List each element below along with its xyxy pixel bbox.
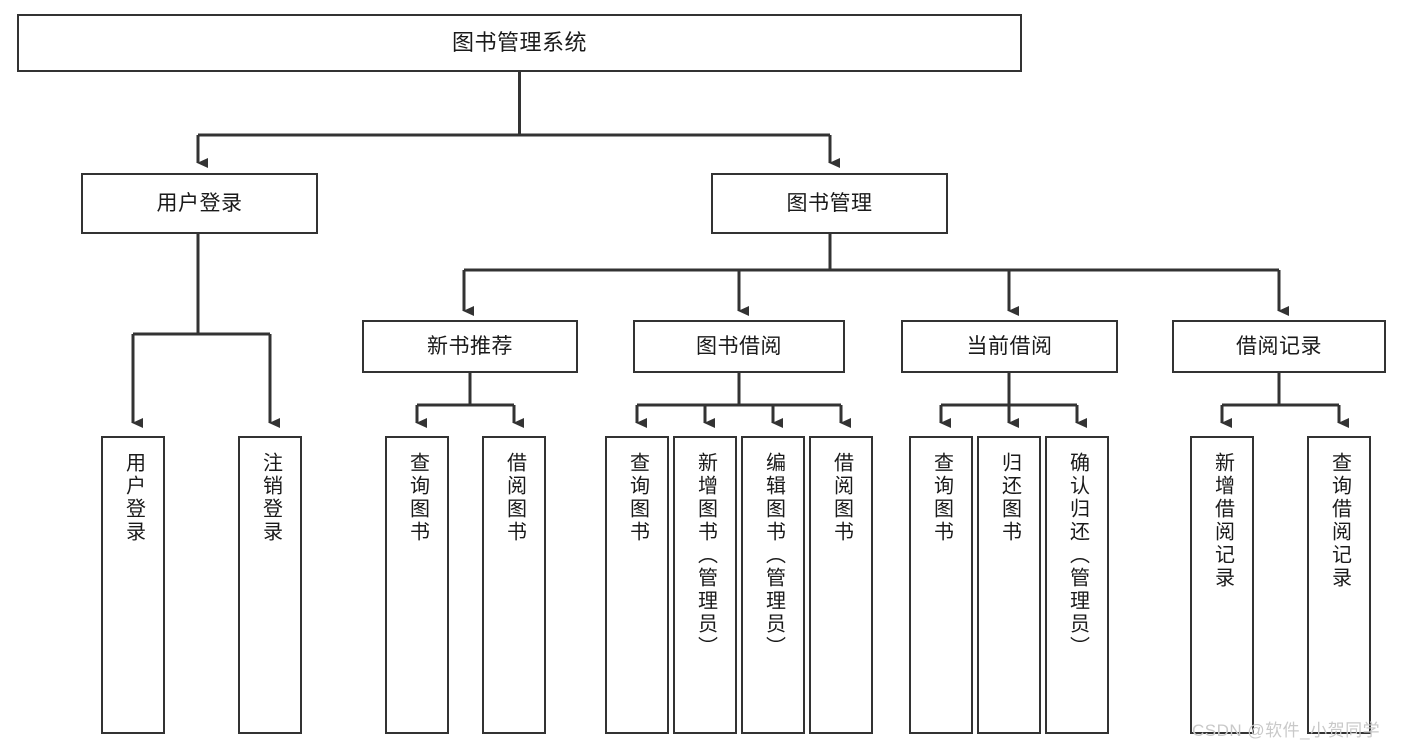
node-borrow-record[interactable]: 借阅记录 [1172,320,1386,373]
leaf-new-book-query[interactable]: 查询图书 [385,436,449,734]
leaf-label: 注销登录 [259,452,282,544]
leaf-label: 查询图书 [930,452,953,544]
leaf-borrow-query-book[interactable]: 查询图书 [605,436,669,734]
leaf-label: 用户登录 [122,452,145,544]
node-current-borrow[interactable]: 当前借阅 [901,320,1118,373]
leaf-current-return-book[interactable]: 归还图书 [977,436,1041,734]
leaf-user-login-login[interactable]: 用户登录 [101,436,165,734]
leaf-borrow-add-book-admin[interactable]: 新增图书（管理员） [673,436,737,734]
node-root[interactable]: 图书管理系统 [17,14,1022,72]
leaf-label: 新增借阅记录 [1211,452,1234,590]
csdn-watermark: CSDN @软件_小贺同学 [1192,721,1381,740]
leaf-current-query-book[interactable]: 查询图书 [909,436,973,734]
node-user-login[interactable]: 用户登录 [81,173,318,234]
leaf-user-login-logout[interactable]: 注销登录 [238,436,302,734]
leaf-new-book-borrow[interactable]: 借阅图书 [482,436,546,734]
leaf-label: 归还图书 [998,452,1021,544]
leaf-label: 确认归还（管理员） [1066,452,1089,659]
leaf-label: 编辑图书（管理员） [762,452,785,659]
leaf-label: 借阅图书 [830,452,853,544]
leaf-record-add-record[interactable]: 新增借阅记录 [1190,436,1254,734]
leaf-borrow-edit-book-admin[interactable]: 编辑图书（管理员） [741,436,805,734]
leaf-label: 新增图书（管理员） [694,452,717,659]
leaf-label: 查询图书 [626,452,649,544]
node-book-borrow[interactable]: 图书借阅 [633,320,845,373]
leaf-label: 查询借阅记录 [1328,452,1351,590]
leaf-label: 借阅图书 [503,452,526,544]
leaf-current-confirm-return-admin[interactable]: 确认归还（管理员） [1045,436,1109,734]
leaf-record-query-record[interactable]: 查询借阅记录 [1307,436,1371,734]
leaf-label: 查询图书 [406,452,429,544]
node-new-book-recommend[interactable]: 新书推荐 [362,320,578,373]
leaf-borrow-borrow-book[interactable]: 借阅图书 [809,436,873,734]
node-book-management[interactable]: 图书管理 [711,173,948,234]
